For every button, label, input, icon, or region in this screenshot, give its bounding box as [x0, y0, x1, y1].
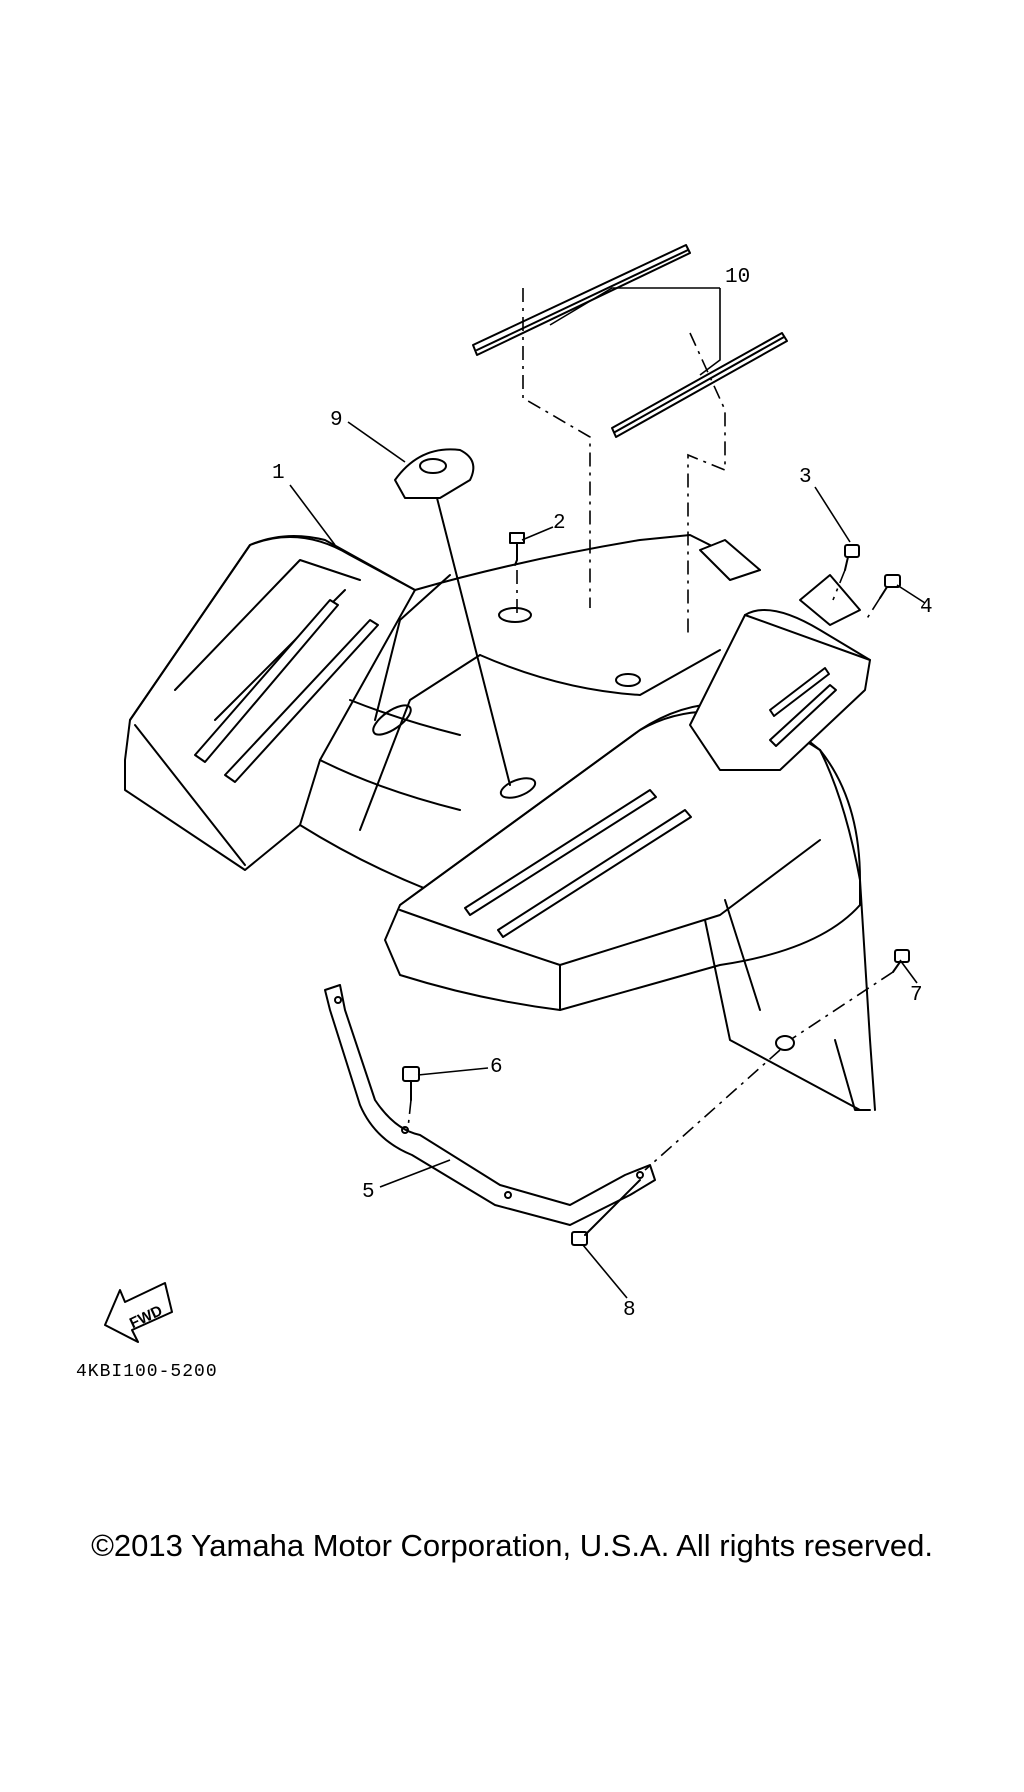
callout-3: 3 [799, 466, 812, 489]
leader-5 [379, 1159, 451, 1188]
leader-cap-to-hole [436, 497, 511, 786]
leader-3 [814, 486, 851, 543]
leader-1 [289, 484, 336, 546]
guide-7-to-collar [789, 971, 894, 1041]
strip-lower [611, 332, 788, 438]
callout-6: 6 [490, 1056, 503, 1079]
callout-7: 7 [910, 984, 923, 1007]
leader-7 [899, 959, 918, 984]
nut-8 [571, 1231, 588, 1246]
leader-8 [582, 1244, 628, 1299]
leader-10 [549, 287, 721, 376]
leader-6 [417, 1067, 489, 1076]
fuel-cap-cover [394, 448, 475, 499]
strip-upper [472, 244, 691, 356]
callout-5: 5 [362, 1181, 375, 1204]
guide-collar-to-stay [644, 1049, 781, 1171]
screw-2 [509, 532, 525, 615]
bolt-3 [832, 544, 860, 601]
fwd-arrow-icon: FWD [104, 1282, 173, 1343]
strip-guide-frame [522, 288, 726, 635]
bolt-6 [402, 1066, 420, 1129]
rear-fender [124, 534, 876, 1111]
callout-1: 1 [272, 462, 285, 485]
bolt-4 [865, 574, 901, 621]
drawing-code: 4KBI100-5200 [76, 1362, 218, 1382]
copyright-notice: ©2013 Yamaha Motor Corporation, U.S.A. A… [91, 1528, 933, 1563]
callout-2: 2 [553, 512, 566, 535]
stay-bracket [324, 984, 656, 1226]
collar [775, 1035, 795, 1051]
callout-10: 10 [725, 266, 750, 289]
callout-8: 8 [623, 1299, 636, 1322]
guide-nut-to-stay [584, 1179, 641, 1236]
leader-4 [896, 584, 926, 604]
leader-2 [521, 526, 554, 541]
callout-4: 4 [920, 596, 933, 619]
callout-9: 9 [330, 409, 343, 432]
leader-9 [347, 421, 406, 463]
screw-7 [892, 949, 910, 973]
